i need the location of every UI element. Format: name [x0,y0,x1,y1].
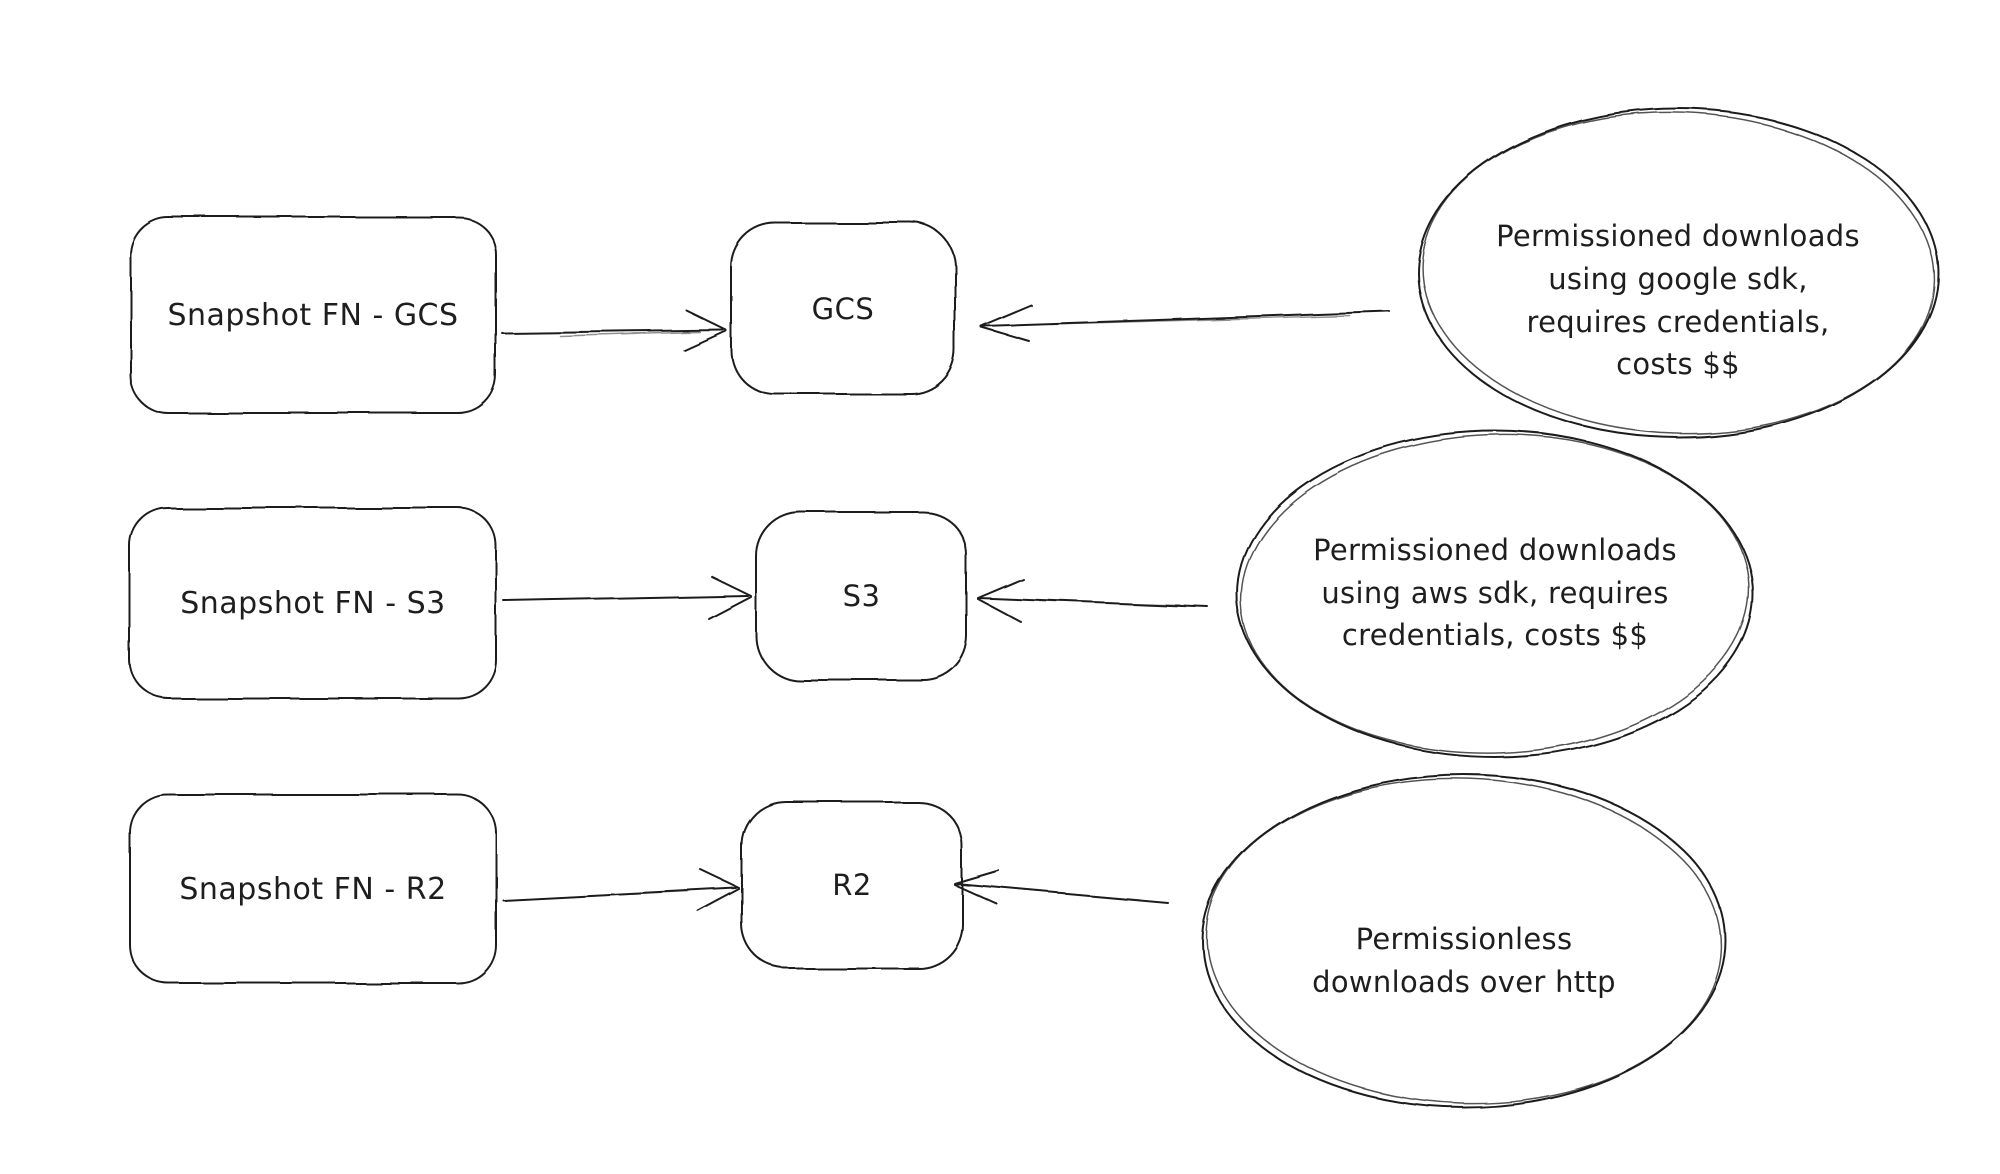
node-s3-shape [755,511,968,681]
arrow-shaft-double [1019,889,1141,901]
note-s3-ellipse-shape [1236,430,1754,758]
node-snapshot-fn-gcs-shape [129,216,497,414]
note-gcs-ellipse-outline [1417,108,1939,438]
arrow-barb-lower [980,326,1030,342]
arrow-shaft [981,311,1391,327]
note-r2-ellipse-outline-2 [1205,778,1723,1104]
arrow-note-to-gcs [980,304,1391,342]
arrow-shaft-double [559,890,691,898]
node-snapshot-fn-r2-shape [129,794,497,984]
arrow-barb-lower [697,888,740,912]
note-r2-ellipse-shape [1201,774,1727,1108]
arrow-barb-upper [686,310,727,331]
arrow-barb-upper [980,304,1032,327]
arrow-snapshot-r2-to-r2 [502,869,740,912]
arrow-shaft-double [559,331,701,337]
arrow-barb-upper [954,870,1000,885]
arrow-barb-upper [711,576,752,597]
arrow-barb-lower [954,884,998,905]
note-s3-ellipse-outline [1236,430,1754,758]
arrow-note-to-s3 [977,578,1209,623]
note-r2-ellipse-outline [1201,774,1727,1108]
arrow-shaft-double [1049,315,1351,325]
note-gcs-ellipse-outline-2 [1421,112,1935,434]
arrow-shaft-double [1039,600,1181,606]
note-gcs-ellipse-shape [1417,108,1939,438]
arrow-barb-upper [700,869,740,889]
arrow-snapshot-gcs-to-gcs [501,310,727,351]
arrow-snapshot-s3-to-s3 [503,576,752,620]
arrow-note-to-r2 [954,870,1169,905]
arrow-shaft [501,329,724,334]
node-r2-shape [741,801,963,969]
arrow-barb-upper [977,578,1024,599]
arrow-barb-lower [977,598,1022,623]
note-s3-ellipse-outline-2 [1240,434,1750,754]
arrow-barb-lower [708,596,752,620]
node-gcs-shape [730,222,956,395]
arrow-shaft-double [559,596,701,601]
arrow-barb-lower [683,330,727,351]
node-snapshot-fn-s3-shape [129,507,497,699]
